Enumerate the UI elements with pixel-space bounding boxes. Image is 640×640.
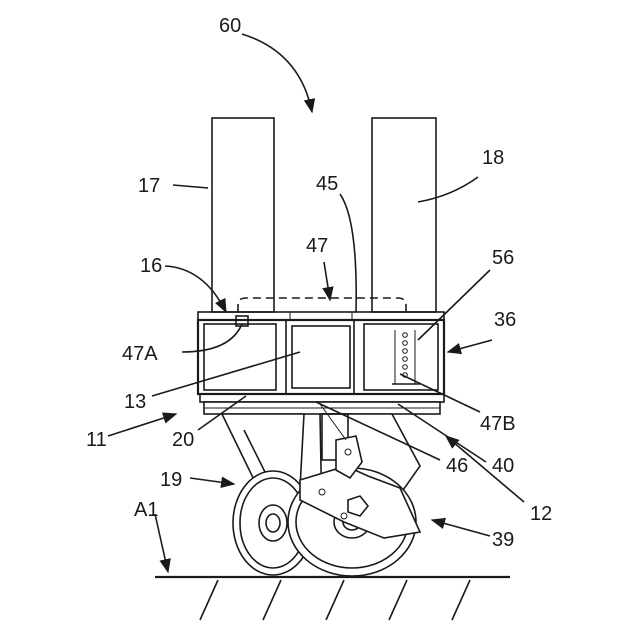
label-18: 18 bbox=[482, 147, 504, 169]
frame-13 bbox=[198, 312, 444, 394]
ground bbox=[155, 577, 510, 620]
label-11: 11 bbox=[86, 429, 107, 451]
label-16: 16 bbox=[140, 255, 162, 277]
plate-16 bbox=[198, 312, 444, 320]
label-39: 39 bbox=[492, 529, 514, 551]
label-47B: 47B bbox=[480, 413, 516, 435]
label-A1: A1 bbox=[134, 499, 158, 521]
label-47: 47 bbox=[306, 235, 328, 257]
label-56: 56 bbox=[492, 247, 514, 269]
label-17: 17 bbox=[138, 175, 160, 197]
label-45: 45 bbox=[316, 173, 338, 195]
label-47A: 47A bbox=[122, 343, 158, 365]
label-13: 13 bbox=[124, 391, 146, 413]
reference-labels: 60 17 18 45 47 16 56 36 47A 13 47B 11 20… bbox=[86, 15, 552, 551]
label-36: 36 bbox=[494, 309, 516, 331]
label-60: 60 bbox=[219, 15, 241, 37]
leg-18 bbox=[372, 118, 436, 312]
label-20: 20 bbox=[172, 429, 194, 451]
label-40: 40 bbox=[492, 455, 514, 477]
label-46: 46 bbox=[446, 455, 468, 477]
leg-17 bbox=[212, 118, 274, 312]
label-12: 12 bbox=[530, 503, 552, 525]
label-19: 19 bbox=[160, 469, 182, 491]
